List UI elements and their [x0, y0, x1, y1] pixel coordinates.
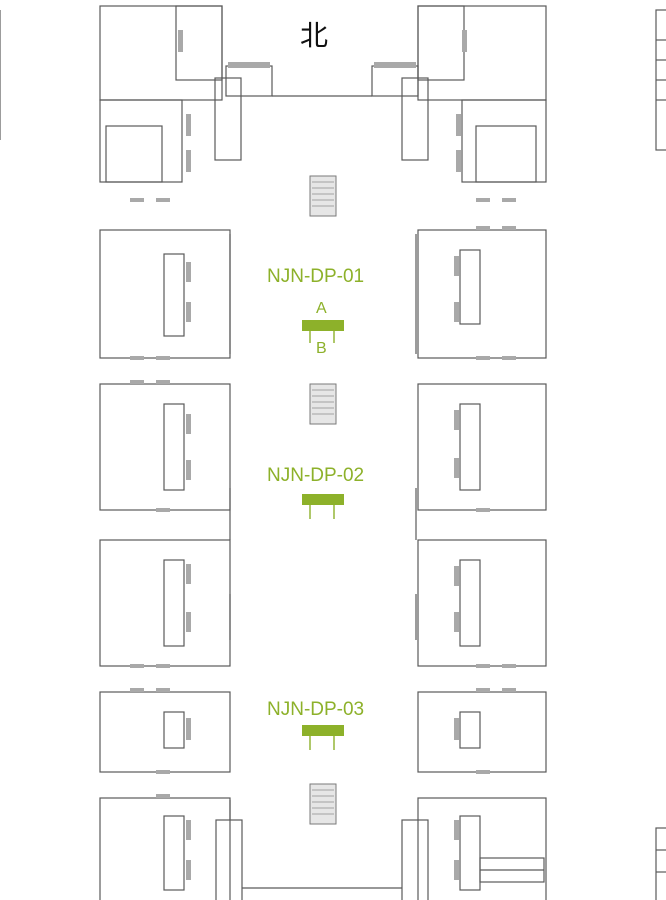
- stairs-icon: [309, 783, 337, 825]
- building-bottom-left: [99, 794, 243, 900]
- point-label-01[interactable]: NJN-DP-01: [267, 266, 365, 287]
- building-right-2: [417, 226, 547, 360]
- building-right-4: [417, 539, 547, 668]
- north-label: 北: [300, 19, 329, 52]
- device-marker-icon[interactable]: [302, 725, 344, 750]
- building-left-3: [99, 380, 231, 512]
- entrance-label-a: A: [316, 300, 327, 317]
- corridor-walls: [229, 234, 417, 889]
- building-left-4: [99, 539, 231, 668]
- building-right-3: [417, 383, 547, 512]
- building-left-5: [99, 688, 231, 774]
- edge-fragments: [0, 9, 666, 900]
- building-bottom-right: [401, 797, 547, 900]
- entrance-label-b: B: [316, 340, 327, 357]
- building-left-2: [99, 229, 231, 360]
- stairs-icon: [309, 175, 337, 217]
- building-top-right: [371, 5, 547, 202]
- point-label-02[interactable]: NJN-DP-02: [267, 465, 365, 486]
- device-marker-icon[interactable]: [302, 494, 344, 519]
- stairs-icon: [309, 383, 337, 425]
- device-marker-icon[interactable]: [302, 320, 344, 343]
- building-top-left: [99, 5, 273, 202]
- building-right-5: [417, 688, 547, 774]
- point-label-03[interactable]: NJN-DP-03: [267, 699, 365, 720]
